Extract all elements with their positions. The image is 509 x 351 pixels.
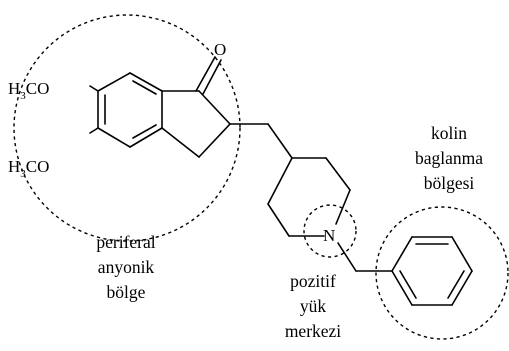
top-methoxy-label: H3CO xyxy=(8,79,49,102)
carbonyl-oxygen-label: O xyxy=(214,40,226,59)
choline-label-line-2: baglanma xyxy=(415,148,483,168)
choline-binding-site-label: kolin baglanma bölgesi xyxy=(415,123,483,193)
choline-label-line-3: bölgesi xyxy=(424,173,475,193)
region-circles xyxy=(13,14,509,340)
peripheral-label-line-1: periferal xyxy=(96,232,155,252)
molecule-bonds xyxy=(89,56,473,306)
cationic-center-label: pozitif yük merkezi xyxy=(285,271,341,341)
cationic-center-circle xyxy=(303,204,357,258)
peripheral-anionic-site-label: periferal anyonik bölge xyxy=(96,232,155,302)
cation-label-line-1: pozitif xyxy=(290,271,336,291)
choline-binding-site-circle xyxy=(375,206,509,340)
peripheral-anionic-site-circle xyxy=(13,14,241,242)
cation-label-line-2: yük xyxy=(300,296,327,316)
bottom-methoxy-label: H3CO xyxy=(8,157,49,180)
cation-label-line-3: merkezi xyxy=(285,321,341,341)
choline-label-line-1: kolin xyxy=(431,123,467,143)
peripheral-label-line-3: bölge xyxy=(107,282,146,302)
piperidine-nitrogen-label: N xyxy=(323,226,335,245)
peripheral-label-line-2: anyonik xyxy=(98,257,155,277)
